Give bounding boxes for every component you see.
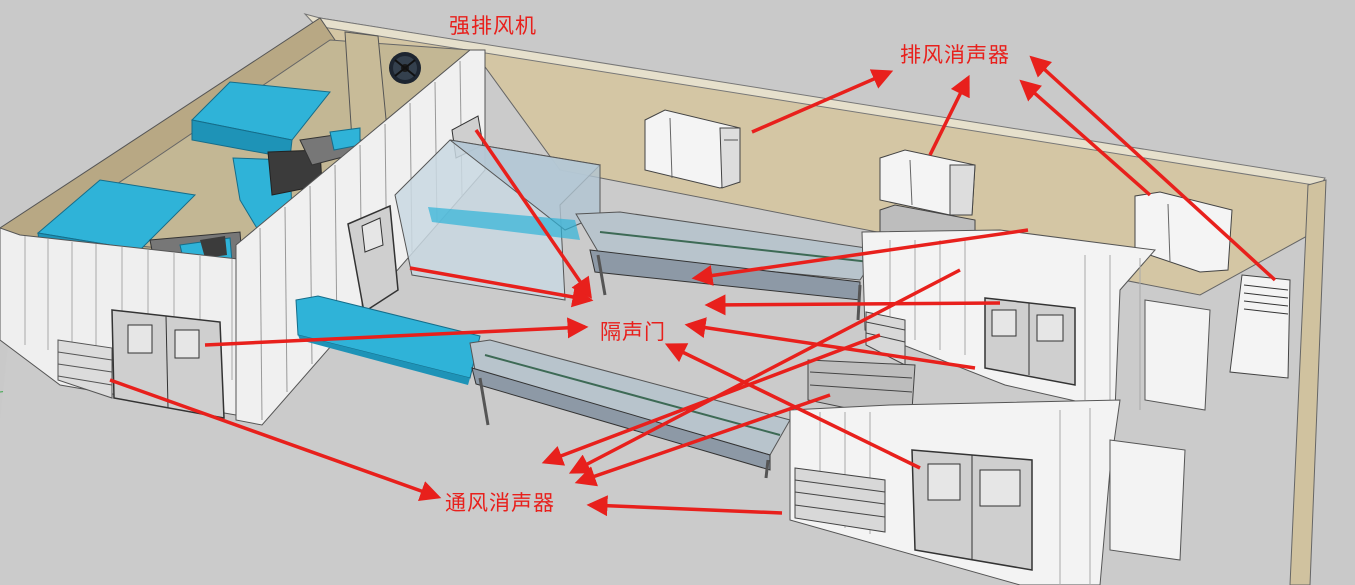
fan-icon xyxy=(389,52,421,84)
glass-enclosure xyxy=(394,139,602,301)
label-vent-silencer: 通风消声器 xyxy=(445,491,555,515)
booth-lower xyxy=(789,359,1186,585)
booth-upper xyxy=(861,204,1211,411)
right-wall xyxy=(1289,179,1327,585)
door-partition xyxy=(347,204,399,314)
exhaust-silencer-4 xyxy=(1229,274,1291,379)
annotation-arrows xyxy=(109,55,1277,517)
vent-silencer-left xyxy=(57,339,113,399)
label-exhaust-silencer: 排风消声器 xyxy=(900,43,1010,67)
test-bench-lower xyxy=(469,339,791,479)
exhaust-silencer-2 xyxy=(879,149,976,216)
label-fan: 强排风机 xyxy=(449,14,537,38)
label-soundproof-door: 隔声门 xyxy=(600,320,666,344)
exhaust-silencer-1 xyxy=(644,109,741,189)
